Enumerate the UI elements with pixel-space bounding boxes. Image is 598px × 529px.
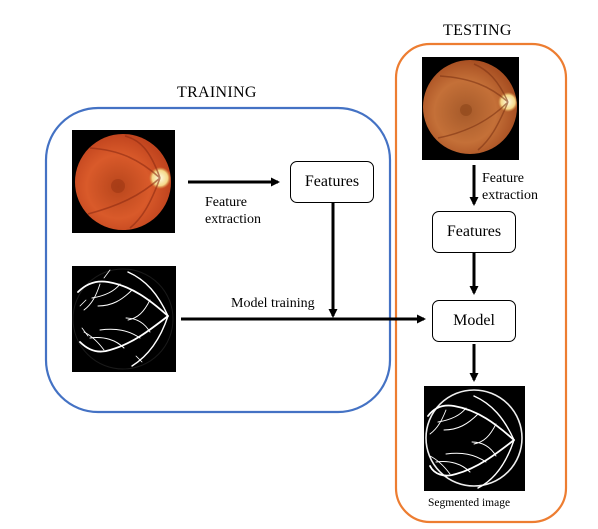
model-node: Model	[432, 300, 516, 342]
testing-feature-extraction-label: Feature extraction	[482, 171, 538, 203]
training-fundus-image	[72, 130, 175, 233]
training-features-node: Features	[290, 161, 374, 203]
testing-features-node: Features	[432, 211, 516, 253]
training-frame	[44, 106, 392, 414]
testing-title: TESTING	[443, 22, 512, 39]
testing-fundus-image	[422, 57, 519, 160]
testing-frame	[394, 42, 568, 524]
training-mask-image	[72, 266, 176, 372]
model-training-label: Model training	[231, 296, 315, 311]
training-title: TRAINING	[177, 84, 257, 101]
segmented-output-image	[424, 386, 525, 491]
segmented-image-caption: Segmented image	[428, 497, 511, 509]
training-feature-extraction-label: Feature extraction	[205, 195, 261, 227]
